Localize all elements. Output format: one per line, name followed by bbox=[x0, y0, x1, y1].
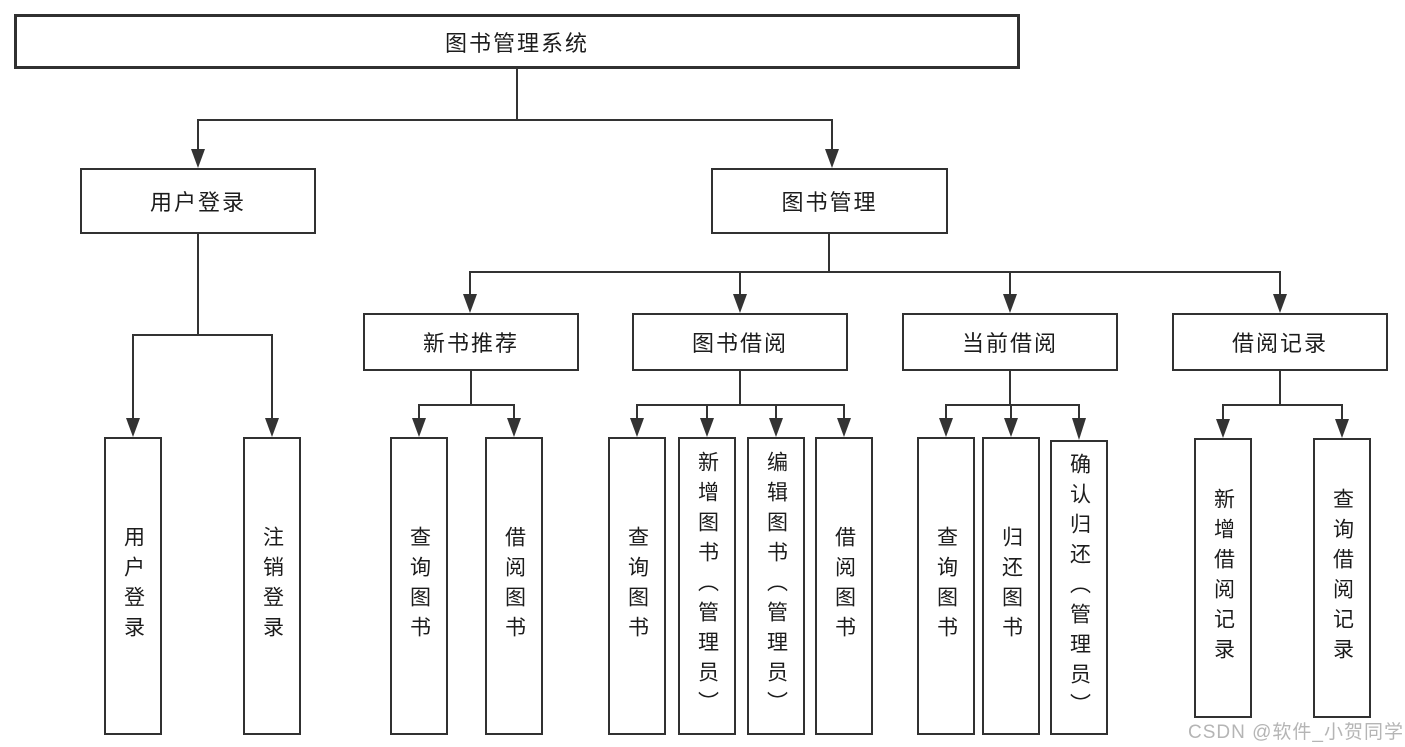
node-label: 新书推荐 bbox=[422, 331, 519, 356]
node-label: 归还图书 bbox=[999, 526, 1023, 646]
node-label: 查询图书 bbox=[407, 526, 431, 646]
leaf-query-books-recommend: 查询图书 bbox=[390, 437, 448, 735]
node-current-borrowing: 当前借阅 bbox=[902, 313, 1118, 371]
csdn-watermark: CSDN @软件_小贺同学 bbox=[1188, 722, 1404, 743]
node-label: 查询借阅记录 bbox=[1330, 488, 1354, 668]
node-borrowing-records: 借阅记录 bbox=[1172, 313, 1388, 371]
leaf-return-books: 归还图书 bbox=[982, 437, 1040, 735]
node-label: 用户登录 bbox=[149, 190, 246, 215]
leaf-add-book-admin: 新增图书（管理员） bbox=[678, 437, 736, 735]
node-label: 新增借阅记录 bbox=[1211, 488, 1235, 668]
node-label: 图书借阅 bbox=[691, 331, 788, 356]
arrowhead-icons bbox=[126, 149, 1349, 440]
node-label: 借阅图书 bbox=[832, 526, 856, 646]
node-label: 借阅图书 bbox=[502, 526, 526, 646]
leaf-logout: 注销登录 bbox=[243, 437, 301, 735]
node-label: 注销登录 bbox=[260, 526, 284, 646]
leaf-edit-book-admin: 编辑图书（管理员） bbox=[747, 437, 805, 735]
node-book-management-system: 图书管理系统 bbox=[14, 14, 1020, 69]
node-label: 确认归还（管理员） bbox=[1067, 452, 1091, 723]
leaf-query-borrow-record: 查询借阅记录 bbox=[1313, 438, 1371, 718]
node-label: 图书管理 bbox=[781, 190, 878, 215]
leaf-user-login: 用户登录 bbox=[104, 437, 162, 735]
node-label: 用户登录 bbox=[121, 526, 145, 646]
node-label: 新增图书（管理员） bbox=[695, 451, 719, 721]
node-label: 查询图书 bbox=[934, 526, 958, 646]
node-user-login-module: 用户登录 bbox=[80, 168, 316, 234]
node-label: 查询图书 bbox=[625, 526, 649, 646]
leaf-borrow-books-recommend: 借阅图书 bbox=[485, 437, 543, 735]
node-label: 图书管理系统 bbox=[444, 30, 589, 56]
node-new-book-recommendation: 新书推荐 bbox=[363, 313, 579, 371]
leaf-confirm-return-admin: 确认归还（管理员） bbox=[1050, 440, 1108, 735]
node-book-borrowing: 图书借阅 bbox=[632, 313, 848, 371]
leaf-borrow-books: 借阅图书 bbox=[815, 437, 873, 735]
node-label: 借阅记录 bbox=[1231, 331, 1328, 356]
leaf-query-books-borrow: 查询图书 bbox=[608, 437, 666, 735]
node-label: 编辑图书（管理员） bbox=[764, 451, 788, 721]
node-label: 当前借阅 bbox=[961, 331, 1058, 356]
node-book-management-module: 图书管理 bbox=[711, 168, 948, 234]
leaf-add-borrow-record: 新增借阅记录 bbox=[1194, 438, 1252, 718]
leaf-query-books-current: 查询图书 bbox=[917, 437, 975, 735]
